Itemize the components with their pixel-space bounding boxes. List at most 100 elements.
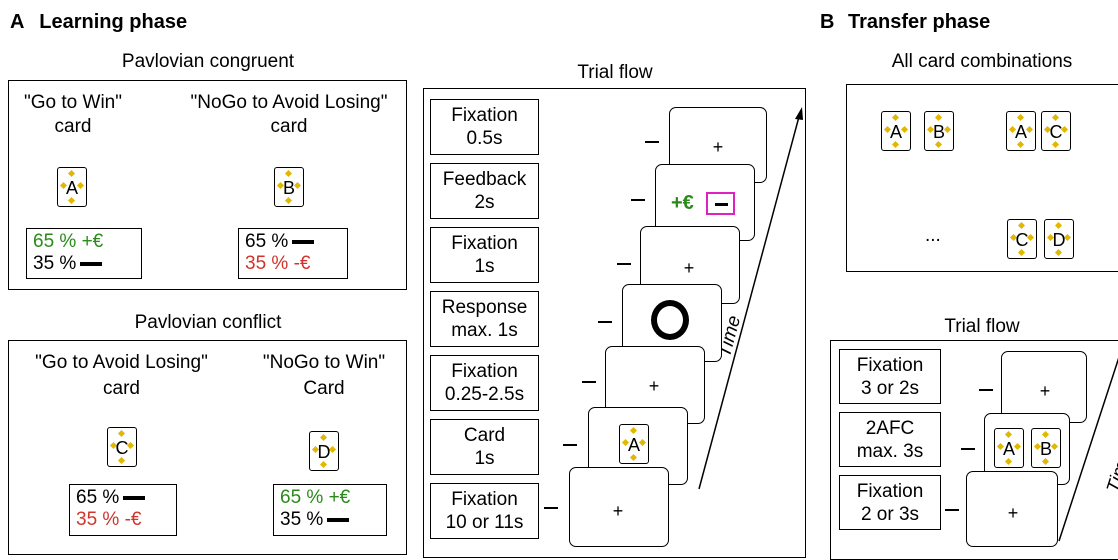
conflict-left-label-1: "Go to Avoid Losing" [35, 352, 208, 373]
step-fixation-1: Fixation 3 or 2s [839, 349, 941, 404]
card-a: A [57, 167, 87, 207]
prob-loss: 35 % -€ [76, 509, 142, 530]
step-line1: Fixation [451, 233, 518, 254]
step-fixation-4: Fixation 10 or 11s [430, 483, 539, 539]
step-dash [617, 263, 631, 265]
card-letter: B [1039, 439, 1052, 459]
fixation-cross: + [712, 137, 724, 157]
fixation-cross: + [648, 376, 660, 396]
step-fixation-1: Fixation 0.5s [430, 99, 539, 155]
step-dash [563, 444, 577, 446]
step-line1: Feedback [442, 169, 527, 190]
step-line2: max. 3s [856, 440, 924, 462]
conflict-box: "Go to Avoid Losing" card "NoGo to Win" … [8, 340, 407, 555]
fixation-cross: + [1039, 381, 1051, 401]
combinations-title: All card combinations [891, 51, 1073, 72]
conflict-right-label-2: Card [303, 378, 345, 399]
card-letter: C [1049, 122, 1063, 142]
step-dash [979, 389, 993, 391]
congruent-box: "Go to Win" card "NoGo to Avoid Losing" … [8, 80, 407, 290]
step-dash [945, 509, 959, 511]
step-line2: 2s [474, 192, 495, 213]
congruent-title: Pavlovian congruent [121, 51, 295, 72]
trial-flow-a-title: Trial flow [577, 62, 653, 83]
screen-fixation-1: + [1001, 351, 1087, 423]
card-letter: A [1014, 122, 1027, 142]
panel-a-title: Learning phase [39, 11, 188, 33]
card-letter: B [282, 178, 295, 198]
step-dash [582, 381, 596, 383]
congruent-left-probabilities: 65 % +€ 35 % [26, 228, 142, 279]
conflict-left-label-2: card [103, 378, 140, 399]
panel-b-heading: B Transfer phase [820, 10, 990, 34]
step-feedback: Feedback 2s [430, 163, 539, 219]
panel-b-letter: B [820, 11, 835, 33]
step-line2: 2 or 3s [860, 503, 920, 525]
step-line1: Fixation [451, 105, 518, 126]
prob-neutral: 35 % [280, 509, 324, 530]
step-dash [598, 321, 612, 323]
time-arrow [698, 107, 803, 490]
step-dash [645, 141, 659, 143]
conflict-title: Pavlovian conflict [134, 312, 282, 333]
step-fixation-2: Fixation 2 or 3s [839, 475, 941, 530]
fixation-cross: + [683, 258, 695, 278]
prob-neutral: 65 % [76, 487, 120, 508]
step-line1: Card [463, 425, 506, 446]
step-dash [631, 199, 645, 201]
trial-flow-a-box: Fixation 0.5s Feedback 2s Fixation 1s Re… [423, 88, 806, 558]
congruent-right-label-1: "NoGo to Avoid Losing" [190, 92, 388, 113]
step-card: Card 1s [430, 419, 539, 475]
prob-win: 65 % +€ [33, 231, 104, 252]
conflict-left-probabilities: 65 % 35 % -€ [69, 484, 177, 536]
prob-neutral-row: 35 % [280, 509, 386, 531]
step-2afc: 2AFC max. 3s [839, 412, 941, 467]
card-a: A [881, 111, 911, 151]
fixation-cross: + [612, 501, 624, 521]
card-a: A [619, 424, 649, 464]
card-c: C [1007, 219, 1037, 259]
card-a: A [994, 428, 1024, 468]
step-line2: 3 or 2s [860, 377, 920, 399]
prob-loss: 35 % -€ [245, 253, 311, 274]
card-d: D [1044, 219, 1074, 259]
combinations-box: A B A C ... C D [846, 84, 1118, 272]
prob-neutral-row: 65 % [245, 231, 347, 253]
panel-b-title: Transfer phase [848, 11, 991, 33]
step-response: Response max. 1s [430, 291, 539, 347]
step-line2: 0.25-2.5s [444, 384, 525, 405]
prob-neutral-row: 35 % [33, 253, 141, 275]
conflict-right-label-1: "NoGo to Win" [262, 352, 386, 373]
card-letter: D [317, 442, 331, 462]
prob-neutral: 35 % [33, 253, 77, 274]
card-letter: C [1015, 230, 1029, 250]
card-letter: B [932, 122, 945, 142]
card-letter: A [627, 435, 640, 455]
fixation-cross: + [1007, 503, 1019, 523]
card-c: C [107, 427, 137, 467]
congruent-left-label-1: "Go to Win" [24, 92, 122, 113]
step-fixation-3: Fixation 0.25-2.5s [430, 355, 539, 411]
step-line1: Fixation [451, 489, 518, 510]
step-line1: Response [441, 297, 528, 318]
step-line1: Fixation [856, 480, 924, 502]
panel-a-letter: A [10, 11, 24, 33]
card-letter: A [65, 178, 78, 198]
card-d: D [309, 431, 339, 471]
card-letter: A [889, 122, 902, 142]
card-c: C [1041, 111, 1071, 151]
card-letter: A [1002, 439, 1015, 459]
screen-fixation-4: + [569, 467, 669, 547]
neutral-outcome-bar [327, 517, 350, 522]
neutral-outcome-bar [292, 239, 315, 244]
step-line1: Fixation [856, 354, 924, 376]
step-line2: 1s [474, 448, 495, 469]
ellipsis: ... [925, 225, 941, 246]
response-circle-icon [651, 300, 689, 340]
prob-win: 65 % +€ [280, 487, 351, 508]
congruent-right-label-2: card [270, 116, 308, 137]
card-letter: D [1052, 230, 1066, 250]
step-line2: 0.5s [466, 128, 503, 149]
neutral-outcome-bar [123, 495, 146, 500]
conflict-right-probabilities: 65 % +€ 35 % [273, 484, 387, 536]
